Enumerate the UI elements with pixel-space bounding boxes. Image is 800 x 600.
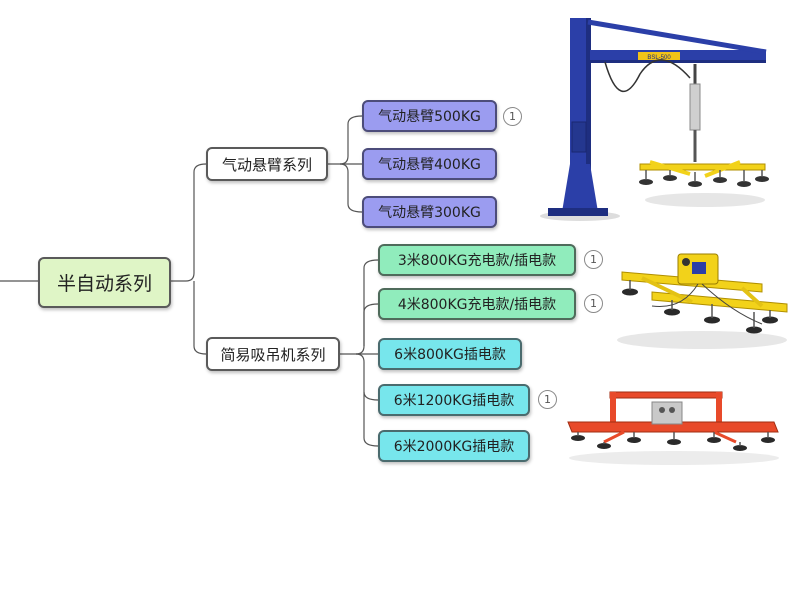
- leaf-node[interactable]: 气动悬臂500KG: [362, 100, 497, 132]
- leaf-node[interactable]: 3米800KG充电款/插电款: [378, 244, 576, 276]
- yellow-vacuum-lifter-photo: [617, 253, 788, 349]
- crane-plate-text: BSL-500: [647, 55, 671, 61]
- connector-b2-leaf5: [363, 392, 379, 447]
- leaf-label: 6米800KG插电款: [394, 347, 506, 363]
- note-badge[interactable]: 1: [584, 250, 603, 269]
- leaf-label: 气动悬臂500KG: [378, 109, 481, 125]
- branch-node-simple-lifter[interactable]: 简易吸吊机系列: [206, 337, 340, 371]
- leaf-label: 气动悬臂400KG: [378, 157, 481, 173]
- connector-root-branch1: [171, 163, 207, 282]
- note-badge[interactable]: 1: [584, 294, 603, 313]
- connector-b1-leaf1: [328, 115, 363, 165]
- branch-label: 气动悬臂系列: [221, 155, 312, 174]
- note-badge[interactable]: 1: [538, 390, 557, 409]
- leaf-node[interactable]: 4米800KG充电款/插电款: [378, 288, 576, 320]
- root-label: 半自动系列: [56, 273, 152, 295]
- connector-b2-leaf1: [340, 259, 379, 355]
- leaf-label: 3米800KG充电款/插电款: [397, 253, 557, 269]
- connector-b2-leaf2: [363, 303, 379, 346]
- leaf-label: 4米800KG充电款/插电款: [397, 297, 557, 313]
- root-node[interactable]: 半自动系列: [38, 257, 171, 308]
- red-vacuum-lifter-photo: [567, 391, 779, 465]
- connector-root-branch2: [193, 281, 207, 355]
- branch-node-pneumatic-cantilever[interactable]: 气动悬臂系列: [206, 147, 328, 181]
- note-badge[interactable]: 1: [503, 107, 522, 126]
- leaf-node[interactable]: 6米1200KG插电款: [378, 384, 530, 416]
- connector-b2-leaf4: [355, 353, 379, 401]
- branch-label: 简易吸吊机系列: [220, 345, 326, 364]
- leaf-label: 6米2000KG插电款: [393, 439, 515, 455]
- jib-crane-photo: BSL-500: [540, 18, 769, 221]
- leaf-node[interactable]: 6米800KG插电款: [378, 338, 522, 370]
- leaf-label: 气动悬臂300KG: [378, 205, 481, 221]
- leaf-node[interactable]: 气动悬臂300KG: [362, 196, 497, 228]
- leaf-node[interactable]: 气动悬臂400KG: [362, 148, 497, 180]
- connector-b1-leaf3: [339, 163, 363, 213]
- leaf-node[interactable]: 6米2000KG插电款: [378, 430, 530, 462]
- leaf-label: 6米1200KG插电款: [393, 393, 515, 409]
